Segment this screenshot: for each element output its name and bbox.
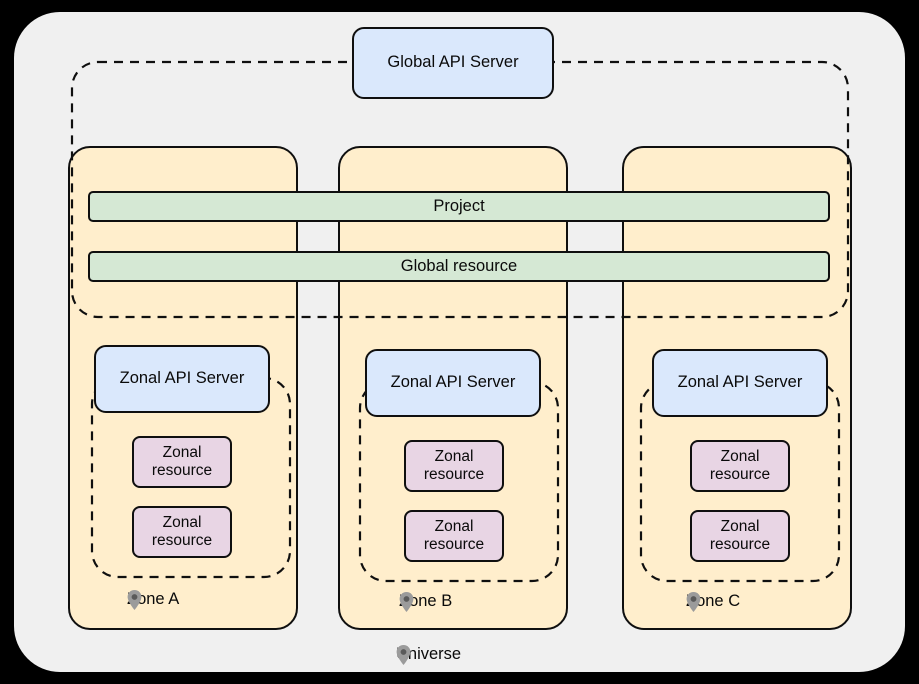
resource-label: Zonal resource [152,514,212,551]
resource-label: Zonal resource [710,448,770,485]
global-api-server-box[interactable]: Global API Server [352,27,554,99]
zone-a-resource-2[interactable]: Zonal resource [132,506,232,558]
resource-line-2: resource [151,462,213,479]
zone-a-resource-1[interactable]: Zonal resource [132,436,232,488]
resource-line-2: resource [709,536,771,553]
zone-b-label: Zone B [399,592,452,612]
zone-b-resource-1[interactable]: Zonal resource [404,440,504,492]
zone-c-resource-2[interactable]: Zonal resource [690,510,790,562]
zone-a-label: Zone A [127,590,179,610]
resource-label: Zonal resource [424,518,484,555]
zone-c-label: Zone C [686,592,740,612]
location-pin-icon [686,592,701,612]
resource-line-1: Zonal [434,447,474,465]
resource-line-1: Zonal [720,517,760,535]
location-pin-icon [399,592,414,612]
resource-label: Zonal resource [424,448,484,485]
zone-b-api-server-box[interactable]: Zonal API Server [365,349,541,417]
resource-line-1: Zonal [162,513,202,531]
zone-b-resource-2[interactable]: Zonal resource [404,510,504,562]
global-resource-bar[interactable]: Global resource [88,251,830,282]
resource-line-2: resource [423,466,485,483]
global-scope-boundary [70,60,850,319]
resource-line-1: Zonal [162,443,202,461]
universe-label: Universe [396,645,462,665]
location-pin-icon [127,590,142,610]
resource-line-2: resource [423,536,485,553]
resource-label: Zonal resource [152,444,212,481]
resource-line-1: Zonal [720,447,760,465]
resource-line-2: resource [151,532,213,549]
resource-label: Zonal resource [710,518,770,555]
resource-line-2: resource [709,466,771,483]
location-pin-icon [396,645,411,665]
zone-c-resource-1[interactable]: Zonal resource [690,440,790,492]
zone-a-api-server-box[interactable]: Zonal API Server [94,345,270,413]
resource-line-1: Zonal [434,517,474,535]
universe-name: Universe [396,645,462,663]
project-bar[interactable]: Project [88,191,830,222]
zone-c-api-server-box[interactable]: Zonal API Server [652,349,828,417]
